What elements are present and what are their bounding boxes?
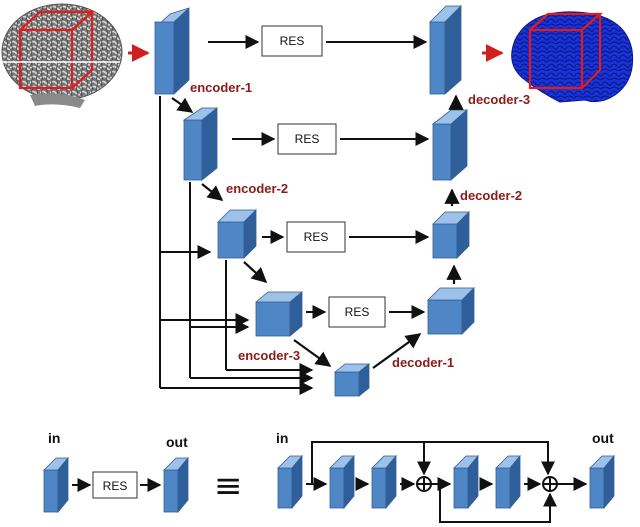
- encoder-2-label: encoder-2: [226, 181, 288, 196]
- in-label-right: in: [276, 430, 288, 446]
- svg-text:RES: RES: [280, 34, 305, 48]
- res-box-3: RES: [286, 221, 346, 253]
- encoder-2-block: [182, 107, 219, 181]
- encoder-4-block: [254, 291, 304, 337]
- encoder-1-label: encoder-1: [190, 80, 252, 95]
- bottleneck-block: [333, 363, 371, 397]
- bounding-cube-icon: [528, 12, 603, 90]
- downsample-arrows: [171, 97, 332, 367]
- svg-text:RES: RES: [103, 479, 128, 493]
- encoder-3-block: [217, 209, 257, 259]
- res-box-4: RES: [328, 296, 386, 328]
- decoder-1-block: [432, 211, 470, 259]
- in-label-left: in: [48, 430, 60, 446]
- out-label-right: out: [592, 430, 614, 446]
- decoder-3-block: [429, 5, 462, 95]
- svg-text:RES: RES: [345, 305, 370, 319]
- mri-brain-image: [0, 3, 123, 108]
- upsample-arrows: [372, 94, 464, 369]
- res-box-1: RES: [261, 25, 323, 57]
- svg-text:RES: RES: [304, 230, 329, 244]
- decoder-3-label: decoder-3: [468, 92, 530, 107]
- sum-node-icon: [416, 476, 432, 492]
- skip-connection-arrows: [208, 35, 430, 319]
- dense-connection-lines: [159, 96, 314, 395]
- bounding-cube-icon: [0, 10, 120, 90]
- decoder-2-label: decoder-2: [460, 188, 522, 203]
- equivalence-symbol: ≡: [214, 466, 243, 506]
- sum-node-icon: [542, 476, 558, 492]
- decoder-1-label: decoder-1: [392, 355, 454, 370]
- out-label-left: out: [166, 434, 188, 450]
- res-legend-expanded: in out: [276, 430, 615, 523]
- decoder-2-block: [431, 109, 469, 181]
- res-legend-simple: in out RES: [43, 430, 189, 514]
- segmented-brain-image: [511, 11, 634, 103]
- svg-text:RES: RES: [295, 132, 320, 146]
- res-box-2: RES: [277, 123, 337, 155]
- encoder-1-block: [154, 7, 190, 95]
- encoder-3-label: encoder-3: [238, 348, 300, 363]
- decoder-0-block: [427, 287, 475, 335]
